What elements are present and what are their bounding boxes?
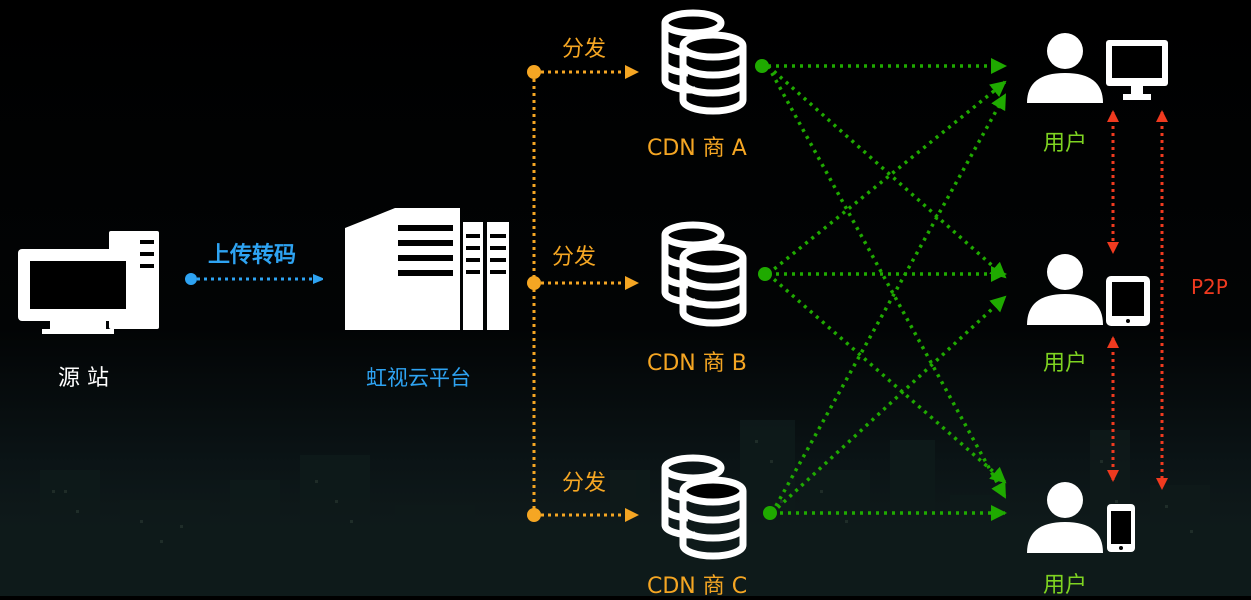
user-2-label: 用户 — [1043, 351, 1088, 376]
user-1-label: 用户 — [1043, 131, 1088, 156]
cdn-to-user-connectors — [766, 58, 1007, 521]
user-3-label: 用户 — [1043, 573, 1088, 598]
p2p-connectors — [1107, 110, 1168, 490]
upload-label: 上传转码 — [208, 243, 297, 268]
upload-connector — [185, 273, 322, 285]
p2p-label: P2P — [1191, 275, 1228, 299]
distribute-label-c: 分发 — [562, 471, 607, 496]
platform-label: 虹视云平台 — [366, 366, 471, 390]
cdn-b-label: CDN 商 B — [647, 351, 747, 376]
distribution-connector — [532, 65, 639, 522]
source-label: 源 站 — [58, 366, 109, 391]
cdn-a-label: CDN 商 A — [647, 136, 747, 161]
cdn-c-label: CDN 商 C — [647, 574, 748, 599]
distribute-label-a: 分发 — [562, 37, 607, 62]
distribute-label-b: 分发 — [552, 245, 597, 270]
